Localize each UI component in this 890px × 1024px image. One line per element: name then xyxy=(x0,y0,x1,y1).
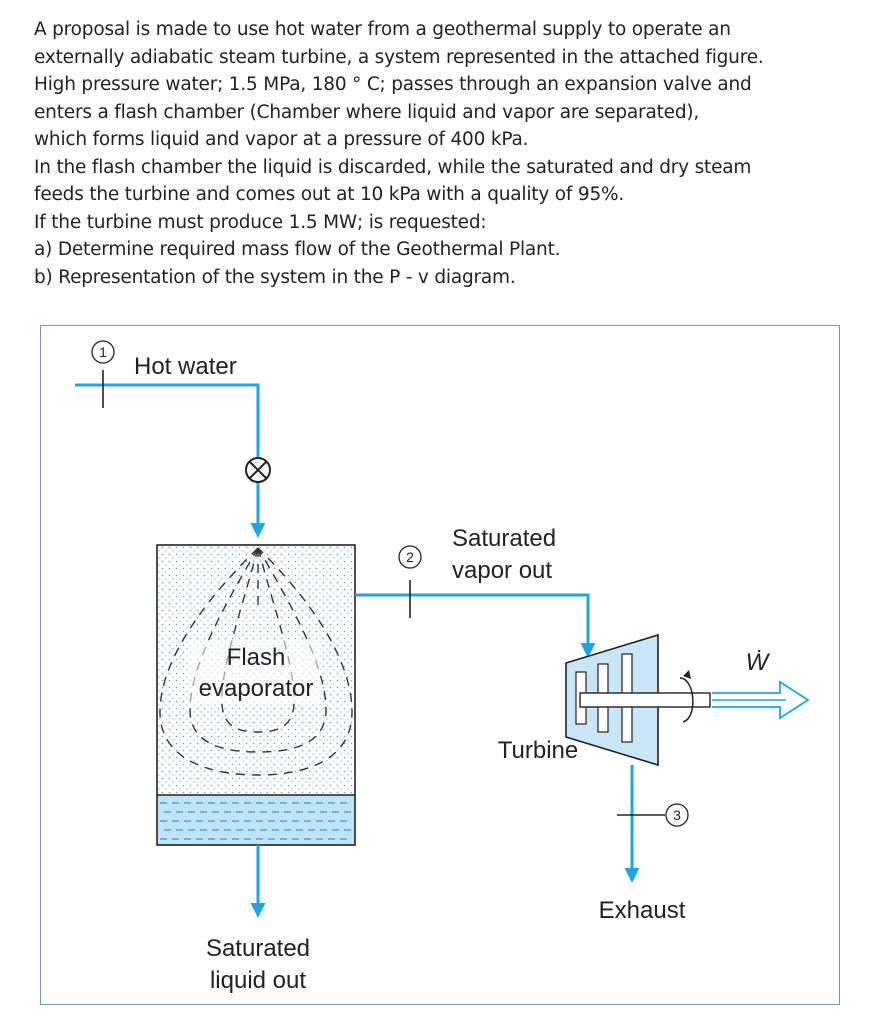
exhaust-pipe xyxy=(617,765,665,883)
state-1-label: 1 xyxy=(99,344,107,360)
work-output-arrow xyxy=(712,680,810,720)
problem-line: externally adiabatic steam turbine, a sy… xyxy=(34,46,764,68)
hot-water-label: Hot water xyxy=(134,353,237,380)
state-3-label: 3 xyxy=(673,807,681,823)
exhaust-label: Exhaust xyxy=(599,897,686,924)
vapor-pipe xyxy=(355,580,596,658)
sat-vapor-label-line1: Saturated xyxy=(452,525,556,552)
inlet-pipe xyxy=(75,370,266,538)
flash-label-line2: evaporator xyxy=(199,675,314,702)
problem-line: A proposal is made to use hot water from… xyxy=(34,19,731,40)
state-2-label: 2 xyxy=(406,549,414,565)
problem-line: feeds the turbine and comes out at 10 kP… xyxy=(34,184,625,205)
state-3-marker: 3 xyxy=(665,803,689,827)
problem-line: If the turbine must produce 1.5 MW; is r… xyxy=(34,211,487,233)
problem-line: enters a flash chamber (Chamber where li… xyxy=(34,101,700,123)
work-label: Ẇ xyxy=(746,649,771,676)
problem-line: High pressure water; 1.5 MPa, 180 ° C; p… xyxy=(34,74,752,95)
problem-line: In the flash chamber the liquid is disca… xyxy=(34,156,752,178)
liquid-surface-lines xyxy=(160,802,352,840)
flash-label-line1: Flash xyxy=(227,644,286,671)
turbine-label: Turbine xyxy=(498,737,578,764)
problem-statement: A proposal is made to use hot water from… xyxy=(34,16,864,291)
problem-line: which forms liquid and vapor at a pressu… xyxy=(34,129,529,150)
problem-line: a) Determine required mass flow of the G… xyxy=(34,239,561,260)
turbine-icon xyxy=(565,633,711,767)
sat-liquid-label-line2: liquid out xyxy=(210,967,306,994)
system-figure-frame xyxy=(40,325,840,1005)
sat-vapor-label-line2: vapor out xyxy=(452,557,552,584)
expansion-valve-icon xyxy=(245,457,271,483)
flash-evaporator xyxy=(156,544,356,846)
state-1-marker: 1 xyxy=(91,340,115,364)
problem-line: b) Representation of the system in the P… xyxy=(34,266,516,288)
sat-liquid-label-line1: Saturated xyxy=(206,935,310,962)
state-2-marker: 2 xyxy=(398,545,422,569)
